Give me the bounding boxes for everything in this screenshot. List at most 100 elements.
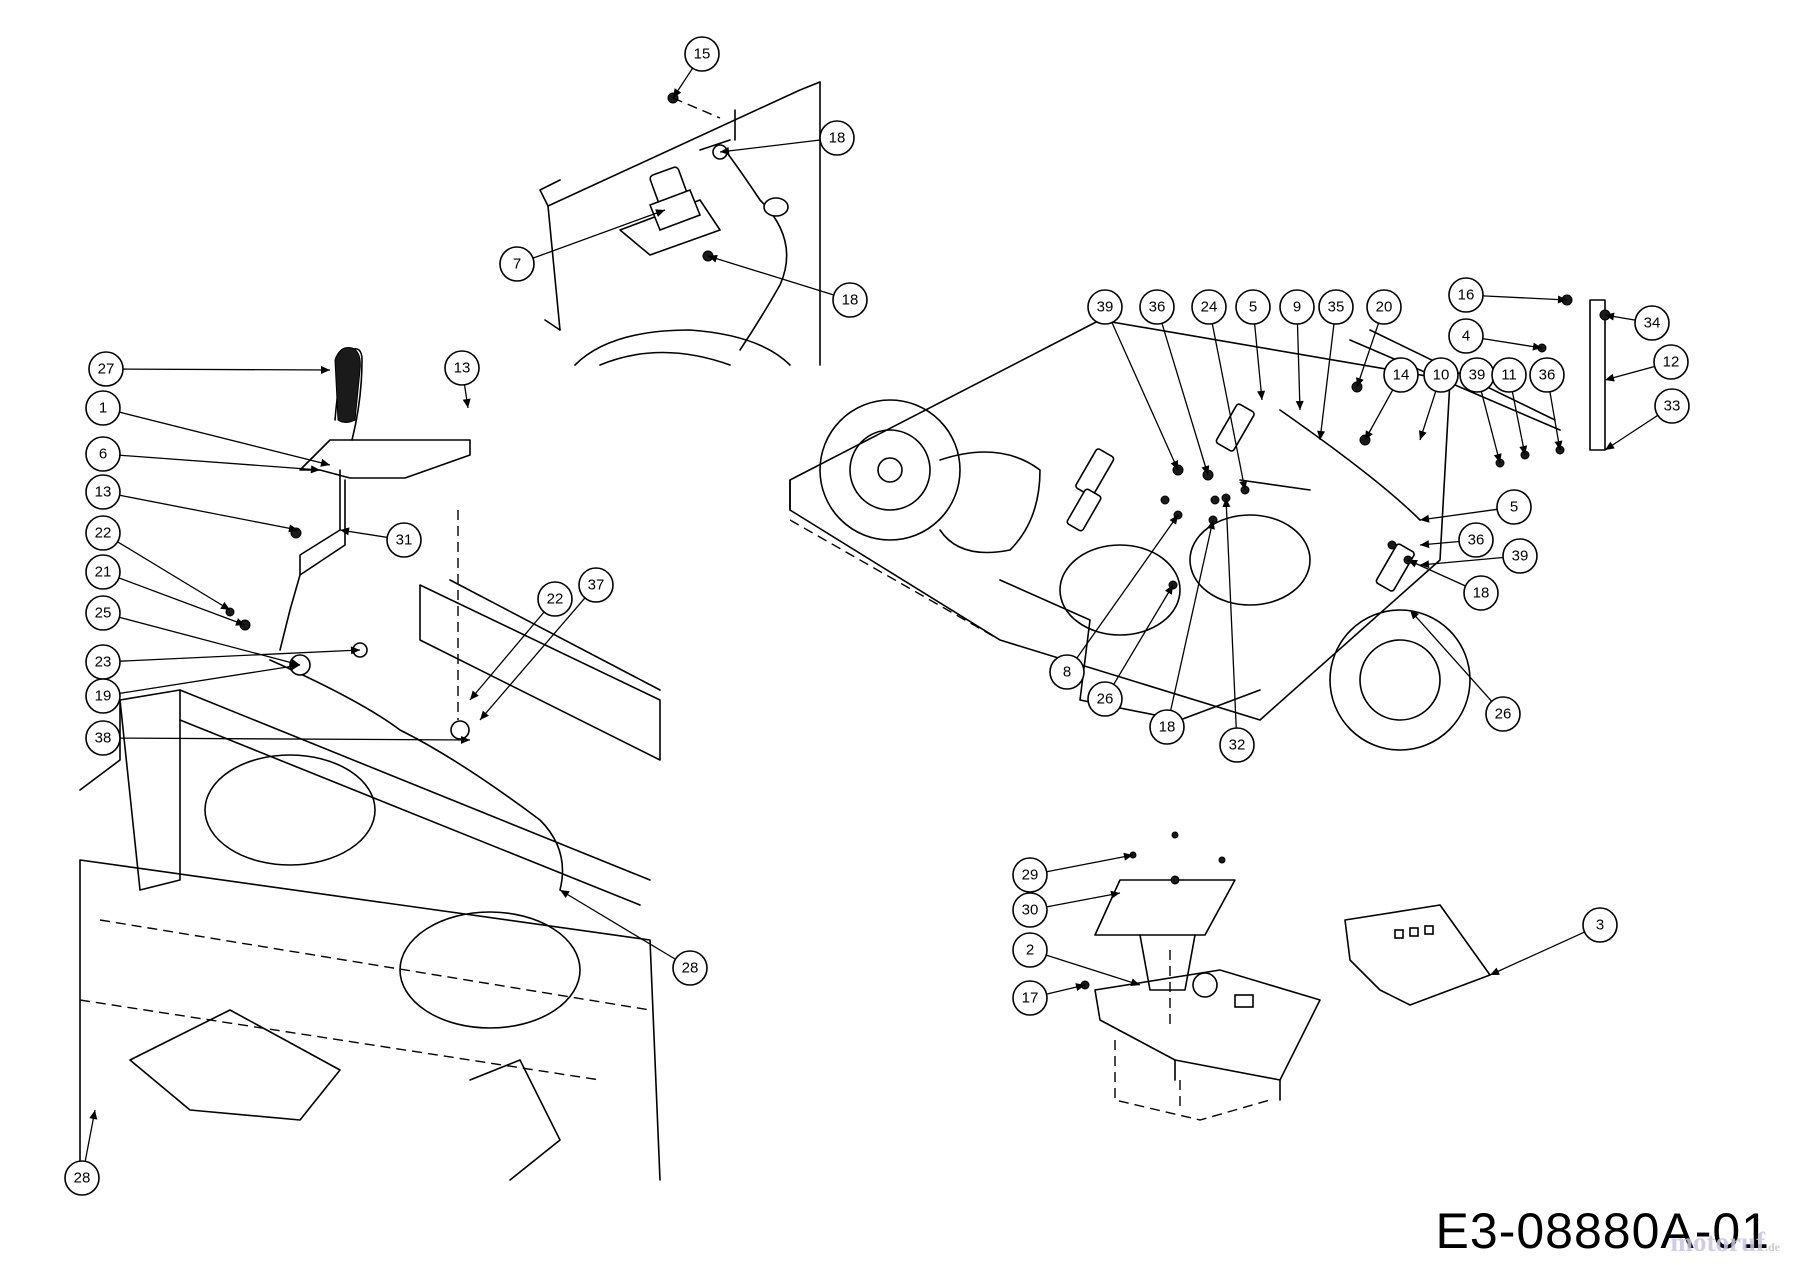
callout-leader-line <box>119 737 471 741</box>
callout-label: 4 <box>1462 328 1470 345</box>
callout-label: 10 <box>1433 367 1450 384</box>
callout-33: 33 <box>1604 388 1690 451</box>
callout-22: 22 <box>469 581 573 701</box>
callout-circle <box>1458 522 1494 558</box>
callout-36: 36 <box>1529 357 1565 451</box>
callout-label: 18 <box>842 292 859 309</box>
callout-arrowhead <box>1239 480 1248 490</box>
callout-circle <box>1496 489 1532 525</box>
callout-arrowhead <box>89 1110 98 1120</box>
callout-7: 7 <box>499 209 666 282</box>
callout-circle <box>85 720 121 756</box>
callout-circle <box>578 567 614 603</box>
callout-leader-line <box>1170 519 1214 711</box>
callout-30: 30 <box>1012 890 1121 928</box>
callout-arrowhead <box>1493 453 1502 463</box>
callout-label: 25 <box>95 605 112 622</box>
callout-label: 12 <box>1663 354 1680 371</box>
callout-arrowhead <box>673 88 682 98</box>
callout-leader-line <box>1604 414 1659 451</box>
callout-label: 21 <box>95 564 112 581</box>
callout-arrowhead <box>1605 373 1615 382</box>
callout-39: 39 <box>1087 289 1179 471</box>
callout-circle <box>1383 357 1419 393</box>
callout-leader-line <box>1046 892 1121 908</box>
callout-arrowhead <box>288 524 298 533</box>
callout-arrowhead <box>1075 983 1085 991</box>
callout-label: 14 <box>1393 367 1410 384</box>
callout-arrowhead <box>1356 377 1364 387</box>
callout-27: 27 <box>88 351 331 387</box>
callout-28: 28 <box>559 889 708 986</box>
callout-label: 20 <box>1376 299 1393 316</box>
callout-label: 27 <box>98 361 115 378</box>
callout-leader-line <box>122 368 331 371</box>
callout-arrowhead <box>235 618 245 626</box>
callout-label: 7 <box>513 256 521 273</box>
callout-arrowhead <box>1207 520 1215 530</box>
callout-arrowhead <box>1420 560 1430 569</box>
callout-circle <box>1582 907 1618 943</box>
callout-circle <box>85 595 121 631</box>
callout-circle <box>1318 289 1354 325</box>
callout-arrowhead <box>1110 890 1120 899</box>
callout-circle <box>85 515 121 551</box>
callout-leader-line <box>1480 391 1501 464</box>
callout-arrowhead <box>1365 430 1373 440</box>
callout-circle <box>1448 318 1484 354</box>
callout-arrowhead <box>1557 295 1567 304</box>
callout-circle <box>1049 654 1085 690</box>
watermark-logo: motoruf.de <box>1671 1227 1780 1258</box>
callout-label: 35 <box>1328 299 1345 316</box>
callout-circle <box>85 678 121 714</box>
callout-label: 36 <box>1468 532 1485 549</box>
callout-arrowhead <box>655 209 665 217</box>
callout-label: 26 <box>1097 691 1114 708</box>
callout-arrowhead <box>1418 430 1427 440</box>
callout-label: 29 <box>1022 867 1039 884</box>
callout-arrowhead <box>350 646 360 655</box>
callout-arrowhead <box>460 735 470 744</box>
callout-label: 22 <box>547 591 564 608</box>
callout-leader-line <box>1409 609 1493 702</box>
switch-bracket-inset <box>539 81 821 366</box>
callout-circle <box>1012 857 1048 893</box>
callout-label: 8 <box>1063 664 1071 681</box>
callout-arrowhead <box>1408 560 1418 568</box>
callout-label: 26 <box>1495 706 1512 723</box>
callout-37: 37 <box>479 567 614 721</box>
callout-circle <box>1423 357 1459 393</box>
callout-circle <box>1279 289 1315 325</box>
callout-circle <box>85 474 121 510</box>
callout-label: 5 <box>1249 299 1257 316</box>
transmission-assembly <box>789 294 1611 751</box>
callout-label: 2 <box>1026 942 1034 959</box>
callout-leader-line <box>559 889 676 960</box>
callout-arrowhead <box>480 710 489 720</box>
callout-arrowhead <box>470 690 479 700</box>
callout-arrowhead <box>310 465 320 474</box>
callout-arrowhead <box>1257 390 1266 400</box>
callout-label: 22 <box>95 525 112 542</box>
callout-4: 4 <box>1448 318 1543 354</box>
callout-3: 3 <box>1489 907 1618 976</box>
callout-26: 26 <box>1409 609 1521 732</box>
callout-circle <box>85 390 121 426</box>
callout-arrowhead <box>1130 978 1140 987</box>
callout-label: 24 <box>1201 299 1218 316</box>
callout-circle <box>1012 932 1048 968</box>
callout-21: 21 <box>85 554 246 626</box>
callout-leader-line <box>119 454 321 471</box>
callout-leader-line <box>1225 497 1237 729</box>
callout-18: 18 <box>719 120 855 156</box>
callout-arrowhead <box>320 365 330 374</box>
callout-leader-line <box>1482 295 1568 301</box>
callout-leader-line <box>1046 954 1141 986</box>
callout-circle <box>684 36 720 72</box>
callout-13: 13 <box>444 350 480 409</box>
callout-18: 18 <box>707 254 868 318</box>
callout-leader-line <box>1419 508 1498 521</box>
callout-circle <box>1653 344 1689 380</box>
callout-leader-line <box>119 649 361 662</box>
callout-8: 8 <box>1049 514 1179 690</box>
